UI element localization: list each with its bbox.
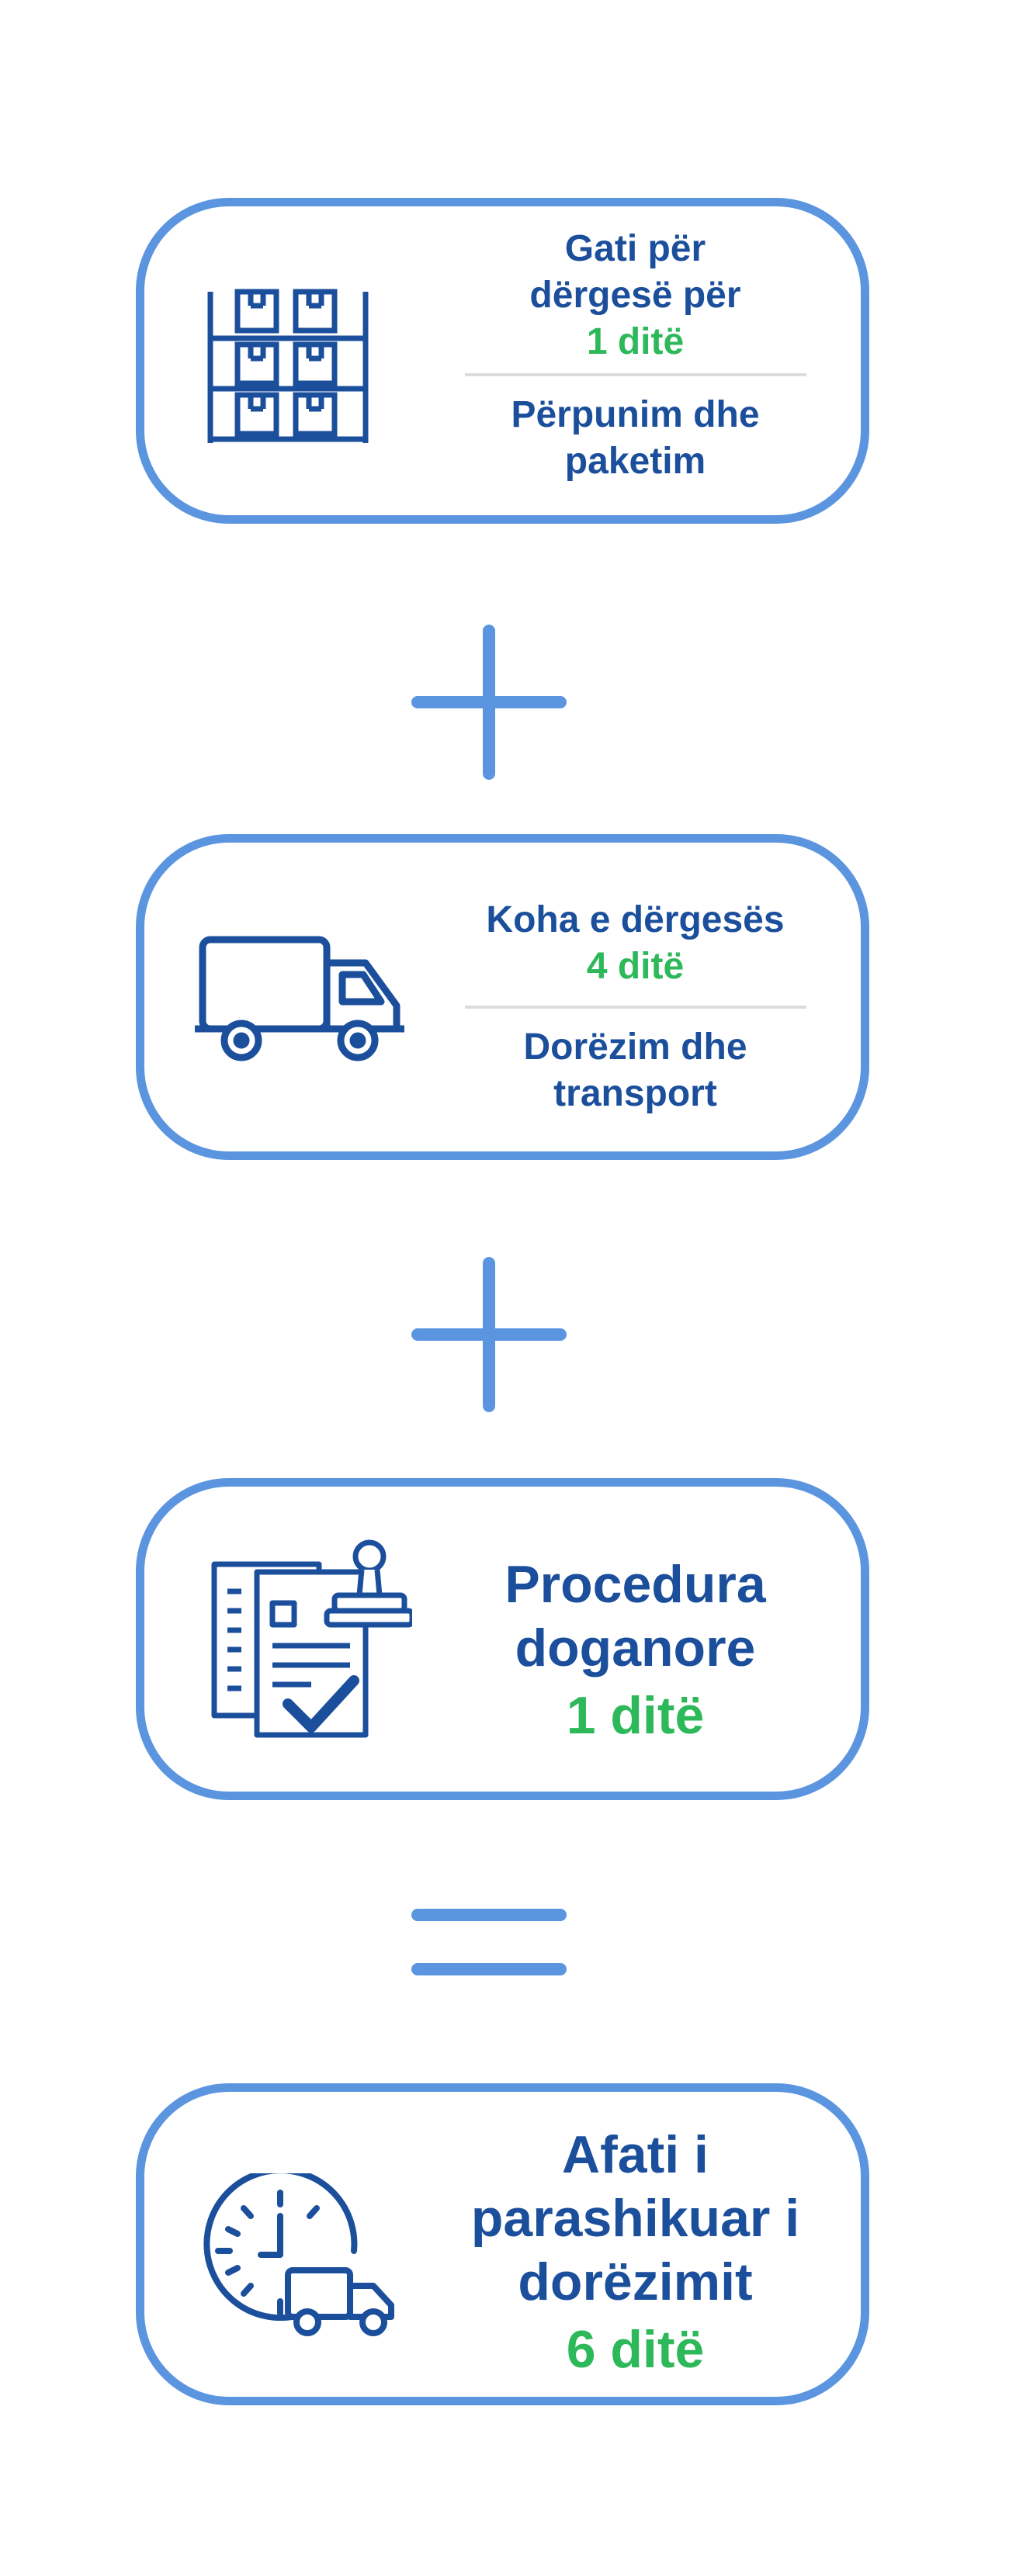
card-value: 4 ditë: [586, 946, 685, 987]
card-title: Afati i parashikuar i dorëzimit: [470, 2125, 800, 2311]
clock-truck-icon: [203, 2173, 394, 2336]
warehouse-shelves-icon: [207, 289, 369, 443]
plus-icon: [411, 1257, 567, 1412]
divider: [464, 373, 806, 376]
card-title: Koha e dërgesës: [486, 899, 785, 940]
card-estimated-delivery: Afati i parashikuar i dorëzimit 6 ditë: [136, 2083, 869, 2405]
card-value: 1 ditë: [586, 321, 685, 362]
delivery-truck-icon: [195, 936, 404, 1061]
card-title: Procedura doganore: [504, 1555, 766, 1678]
card-customs: Procedura doganore 1 ditë: [136, 1478, 869, 1800]
card-value: 1 ditë: [566, 1686, 705, 1745]
customs-documents-stamp-icon: [211, 1539, 412, 1738]
card-value: 6 ditë: [566, 2320, 705, 2379]
card-processing: Gati për dërgesë për 1 ditë Përpunim dhe…: [136, 198, 869, 524]
card-subtitle: Dorëzim dhe transport: [523, 1027, 747, 1114]
divider: [464, 1006, 806, 1009]
plus-icon: [411, 625, 567, 780]
card-title: Gati për dërgesë për: [529, 228, 741, 316]
card-shipping: Koha e dërgesës 4 ditë Dorëzim dhe trans…: [136, 834, 869, 1160]
card-subtitle: Përpunim dhe paketim: [511, 394, 760, 482]
equals-icon: [411, 1909, 567, 1975]
